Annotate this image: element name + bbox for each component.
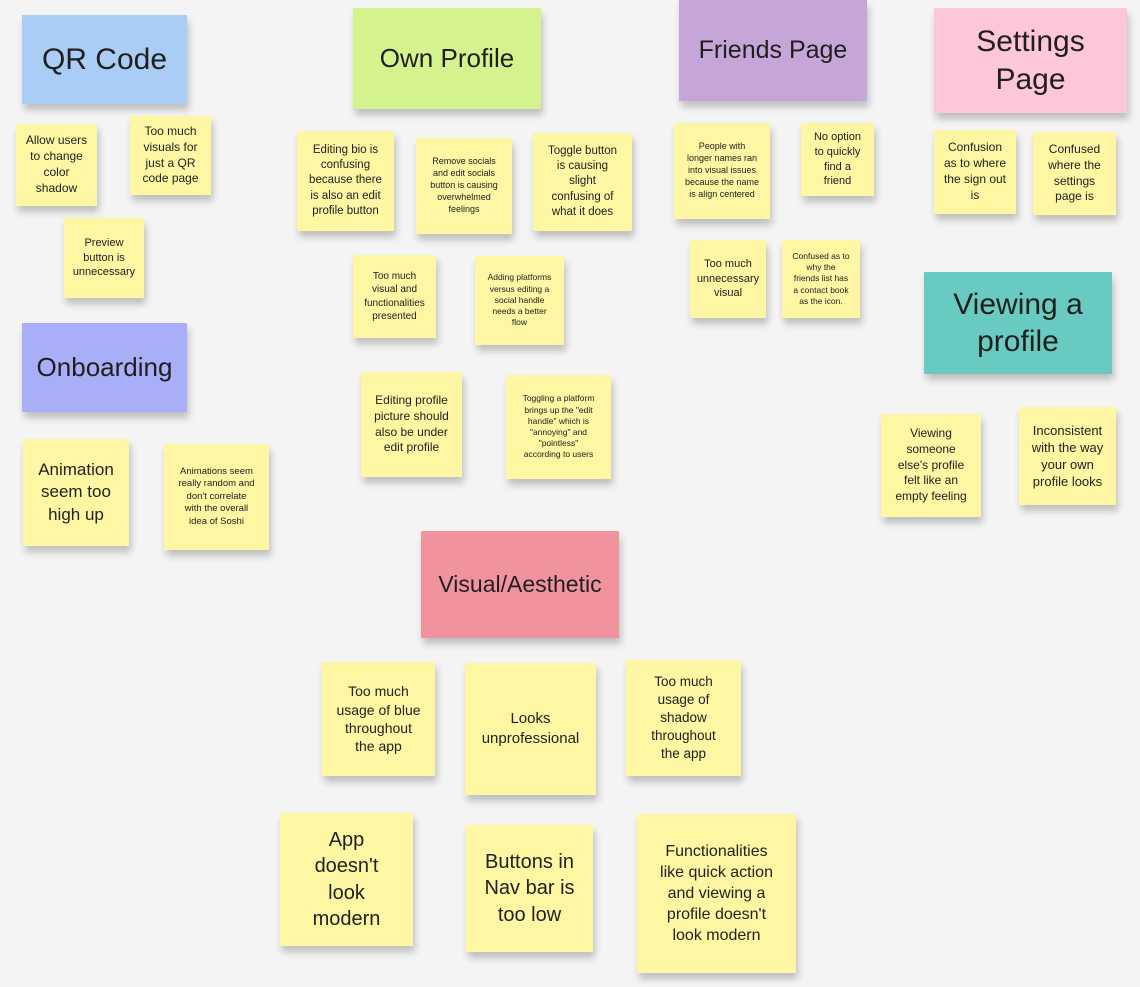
sticky-note-fp-longer-names[interactable]: People with longer names ran into visual… [674, 123, 770, 219]
sticky-note-vp-empty-feeling[interactable]: Viewing someone else's profile felt like… [881, 414, 981, 517]
sticky-note-fp-unnecessary-visual[interactable]: Too much unnecessary visual [690, 240, 766, 318]
sticky-note-op-toggling-platform[interactable]: Toggling a platform brings up the "edit … [506, 375, 611, 479]
header-onboarding[interactable]: Onboarding [22, 323, 187, 412]
header-own-profile[interactable]: Own Profile [353, 8, 541, 109]
sticky-note-ob-animations-random[interactable]: Animations seem really random and don't … [164, 444, 269, 550]
sticky-note-va-quick-action[interactable]: Functionalities like quick action and vi… [637, 814, 796, 973]
header-friends-page[interactable]: Friends Page [679, 0, 867, 101]
sticky-note-op-adding-platforms[interactable]: Adding platforms versus editing a social… [475, 256, 564, 345]
sticky-note-sp-settings-page[interactable]: Confused where the settings page is [1033, 132, 1116, 215]
sticky-note-qr-too-much-visuals[interactable]: Too much visuals for just a QR code page [130, 116, 211, 195]
header-settings-page[interactable]: Settings Page [934, 8, 1127, 113]
sticky-note-qr-preview-button[interactable]: Preview button is unnecessary [64, 218, 144, 298]
sticky-note-vp-inconsistent[interactable]: Inconsistent with the way your own profi… [1019, 407, 1116, 505]
sticky-note-va-blue-usage[interactable]: Too much usage of blue throughout the ap… [322, 662, 435, 776]
sticky-note-op-remove-socials[interactable]: Remove socials and edit socials button i… [416, 138, 512, 234]
sticky-note-fp-contact-book[interactable]: Confused as to why the friends list has … [782, 240, 860, 318]
sticky-note-va-nav-bar-low[interactable]: Buttons in Nav bar is too low [466, 825, 593, 952]
sticky-note-qr-color-shadow[interactable]: Allow users to change color shadow [16, 124, 97, 206]
sticky-note-ob-animation-high[interactable]: Animation seem too high up [23, 439, 129, 546]
header-viewing-profile[interactable]: Viewing a profile [924, 272, 1112, 374]
sticky-note-fp-find-friend[interactable]: No option to quickly find a friend [801, 123, 874, 196]
sticky-note-va-not-modern[interactable]: App doesn't look modern [280, 813, 413, 946]
sticky-note-va-unprofessional[interactable]: Looks unprofessional [465, 663, 596, 795]
sticky-note-op-editing-bio[interactable]: Editing bio is confusing because there i… [297, 131, 394, 231]
header-qr-code[interactable]: QR Code [22, 15, 187, 104]
sticky-note-op-too-much-visual[interactable]: Too much visual and functionalities pres… [353, 255, 436, 338]
sticky-note-op-toggle-button[interactable]: Toggle button is causing slight confusin… [533, 133, 632, 231]
sticky-note-op-editing-picture[interactable]: Editing profile picture should also be u… [361, 372, 462, 477]
sticky-note-va-shadow-usage[interactable]: Too much usage of shadow throughout the … [626, 660, 741, 776]
header-visual-aesthetic[interactable]: Visual/Aesthetic [421, 531, 619, 638]
sticky-note-sp-sign-out[interactable]: Confusion as to where the sign out is [934, 130, 1016, 214]
